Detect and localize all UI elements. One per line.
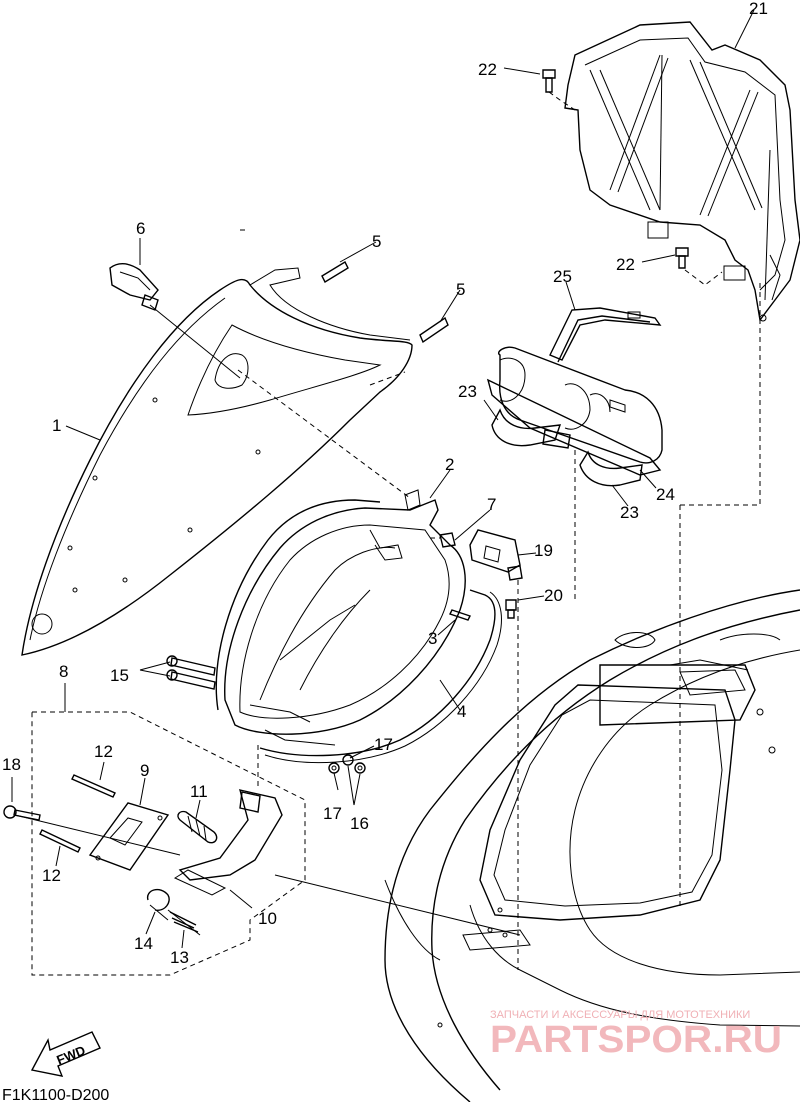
part-6-lock bbox=[109, 263, 241, 379]
callout-22-lower: 22 bbox=[616, 255, 635, 274]
part-11-grip bbox=[177, 810, 218, 844]
watermark-large-text: PARTSPOR.RU bbox=[490, 1019, 782, 1061]
fwd-arrow-icon: FWD bbox=[30, 1031, 101, 1077]
callout-5-upper: 5 bbox=[372, 232, 381, 251]
leader-lines bbox=[11, 9, 755, 949]
part-18-bolt bbox=[3, 805, 41, 821]
part-4-gasket bbox=[215, 499, 502, 764]
callout-1: 1 bbox=[52, 416, 61, 435]
callout-15: 15 bbox=[110, 666, 129, 685]
callout-19: 19 bbox=[534, 541, 553, 560]
part-25-bracket bbox=[549, 307, 662, 363]
callout-20: 20 bbox=[544, 586, 563, 605]
part-23-strap-right bbox=[579, 450, 643, 487]
part-1-front-hood bbox=[21, 229, 413, 656]
part-10-lever bbox=[173, 789, 283, 896]
callout-22-upper: 22 bbox=[478, 60, 497, 79]
callout-17-upper: 17 bbox=[374, 735, 393, 754]
callout-17-lower: 17 bbox=[323, 804, 342, 823]
callout-14: 14 bbox=[134, 934, 153, 953]
callout-13: 13 bbox=[170, 948, 189, 967]
watermark: ЗАПЧАСТИ И АКСЕССУАРЫ ДЛЯ МОТОТЕХНИКИ PA… bbox=[490, 1009, 782, 1061]
part-12-pins bbox=[39, 774, 116, 853]
callout-6: 6 bbox=[136, 219, 145, 238]
callout-24: 24 bbox=[656, 485, 675, 504]
callout-12-lower: 12 bbox=[42, 866, 61, 885]
callout-9: 9 bbox=[140, 761, 149, 780]
part-7-screw bbox=[430, 532, 456, 548]
callout-8: 8 bbox=[59, 662, 68, 681]
part-22-screw-upper bbox=[542, 69, 576, 111]
callout-25: 25 bbox=[553, 267, 572, 286]
hull-deck bbox=[384, 589, 800, 1102]
callout-21: 21 bbox=[749, 0, 768, 18]
callout-5-lower: 5 bbox=[456, 280, 465, 299]
part-22-screw-lower bbox=[675, 247, 723, 286]
part-15-bolts bbox=[166, 655, 216, 690]
part-9-plate bbox=[88, 802, 170, 871]
part-24-case bbox=[486, 346, 663, 476]
part-5-seal-lower bbox=[419, 316, 449, 344]
part-8-assembly-box bbox=[31, 683, 306, 976]
callout-3: 3 bbox=[428, 629, 437, 648]
callout-23-lower: 23 bbox=[620, 503, 639, 522]
callout-2: 2 bbox=[445, 455, 454, 474]
part-14-spring bbox=[146, 888, 170, 921]
part-23-strap-left bbox=[491, 408, 571, 449]
part-3-pin bbox=[449, 609, 471, 621]
callout-7: 7 bbox=[487, 495, 496, 514]
callout-11: 11 bbox=[190, 782, 208, 801]
watermark-small-text: ЗАПЧАСТИ И АКСЕССУАРЫ ДЛЯ МОТОТЕХНИКИ bbox=[490, 1009, 750, 1021]
part-13-spring bbox=[167, 909, 201, 936]
part-20-screw bbox=[505, 599, 517, 619]
part-21-cover bbox=[564, 21, 800, 322]
part-19-latch-plate bbox=[469, 529, 523, 581]
part-16-17-nuts bbox=[328, 754, 366, 774]
callout-labels: 21 22 22 25 23 24 23 5 5 6 1 2 7 19 20 3… bbox=[2, 0, 768, 967]
reference-lines bbox=[14, 280, 761, 970]
callout-10: 10 bbox=[258, 909, 277, 928]
callout-18: 18 bbox=[2, 755, 21, 774]
callout-16: 16 bbox=[350, 814, 369, 833]
part-5-seal-upper bbox=[321, 261, 349, 283]
part-2-liner bbox=[224, 369, 466, 746]
callout-23-upper: 23 bbox=[458, 382, 477, 401]
callout-4: 4 bbox=[457, 702, 466, 721]
diagram-code: F1K1100-D200 bbox=[2, 1087, 109, 1102]
callout-12-upper: 12 bbox=[94, 742, 113, 761]
